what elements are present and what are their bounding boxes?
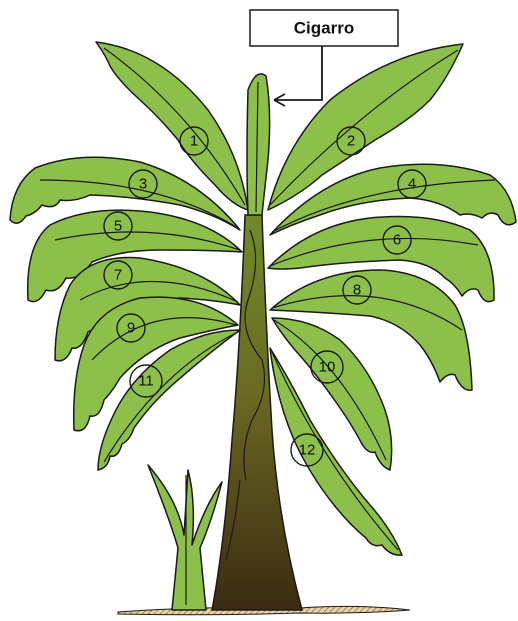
leaf-number-5: 5 (114, 218, 122, 235)
label-arrow (274, 46, 322, 100)
leaf-number-4: 4 (408, 176, 416, 193)
leaf-number-2: 2 (347, 133, 355, 150)
leaf-number-11: 11 (138, 373, 154, 390)
leaf-number-6: 6 (393, 232, 401, 249)
leaf-number-1: 1 (190, 133, 198, 150)
leaf-number-8: 8 (353, 282, 361, 299)
cigar-label-text: Cigarro (294, 19, 354, 38)
leaf-number-9: 9 (127, 320, 135, 337)
leaf-number-3: 3 (139, 176, 147, 193)
sucker-plant (148, 465, 222, 610)
leaf-number-7: 7 (114, 267, 122, 284)
leaf-number-10: 10 (319, 359, 336, 376)
leaf-number-12: 12 (299, 442, 316, 459)
